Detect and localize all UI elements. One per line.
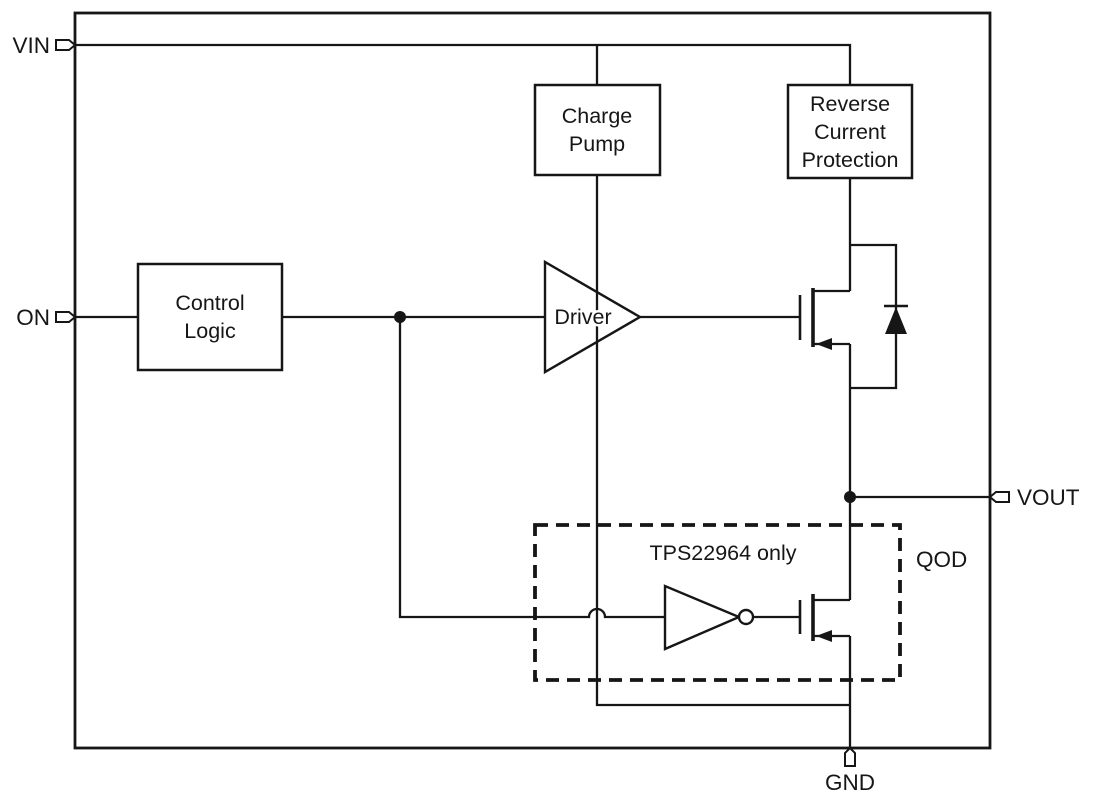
body-diode-icon xyxy=(885,307,907,334)
vout-pin-icon xyxy=(988,491,1010,503)
pin-label-gnd: GND xyxy=(825,770,875,795)
body-diode-branch xyxy=(850,243,898,390)
on-pin-icon xyxy=(55,311,77,323)
pin-label-vin: VIN xyxy=(12,33,50,58)
charge-pump-block xyxy=(533,83,662,177)
qod-note-label: TPS22964 only xyxy=(649,541,796,565)
control-logic-label-line2: Logic xyxy=(184,319,236,343)
pass-fet-source-arrow xyxy=(816,338,832,350)
gnd-pin-icon xyxy=(844,746,856,767)
vin-pin-icon xyxy=(55,39,77,51)
junction-dot xyxy=(844,491,856,503)
control-logic-block xyxy=(136,262,284,372)
qod-dashed-region xyxy=(533,523,902,682)
driver-buffer-icon xyxy=(543,259,643,375)
qod-fet-icon xyxy=(798,594,850,642)
qod-label: QOD xyxy=(916,547,967,572)
inverter-icon xyxy=(663,584,743,651)
charge-pump-label-line2: Pump xyxy=(569,132,625,156)
pin-label-vout: VOUT xyxy=(1017,485,1080,510)
inverter-bubble-icon xyxy=(737,608,755,626)
rcp-label-line1: Reverse xyxy=(810,92,890,116)
junction-dot xyxy=(394,311,406,323)
qod-fet-source-arrow xyxy=(816,630,832,642)
charge-pump-label-line1: Charge xyxy=(562,104,633,128)
control-logic-label-line1: Control xyxy=(175,291,244,315)
driver-label: Driver xyxy=(554,305,611,329)
pin-label-on: ON xyxy=(16,305,50,330)
rcp-label-line2: Current xyxy=(814,120,886,144)
vin-net xyxy=(75,43,852,85)
pass-fet-leads xyxy=(813,289,850,346)
chip-boundary xyxy=(73,11,992,750)
charge-pump-net xyxy=(595,175,850,707)
pass-fet-icon xyxy=(798,288,850,350)
qod-drive-net xyxy=(398,317,665,619)
reverse-current-protection-block xyxy=(786,83,914,180)
rcp-label-line3: Protection xyxy=(802,148,899,172)
